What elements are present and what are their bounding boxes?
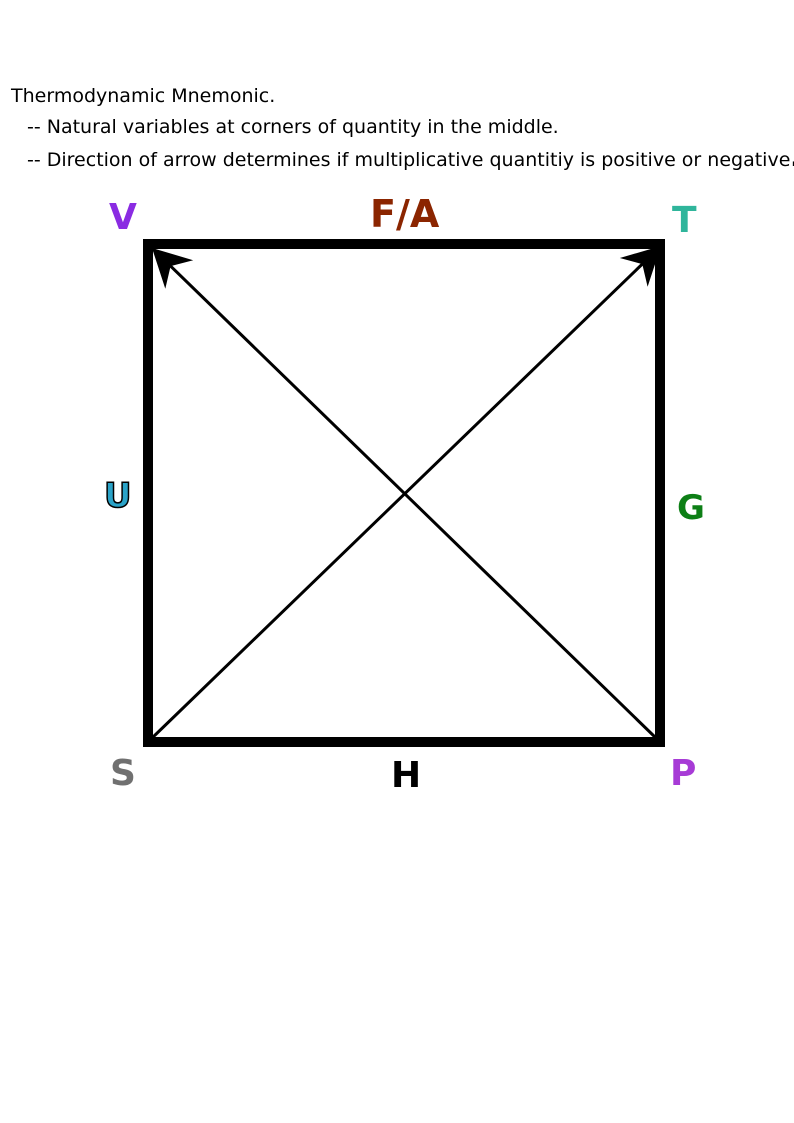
diagonal-arrow-1 bbox=[150, 246, 659, 741]
diagonal-arrow-2 bbox=[149, 244, 663, 741]
square-frame bbox=[143, 239, 665, 747]
arrow-layer bbox=[149, 244, 663, 741]
notes-line-arrow-direction: -- Direction of arrow determines if mult… bbox=[11, 143, 794, 176]
side-label-left: U bbox=[103, 476, 132, 516]
arrowhead-2-icon bbox=[619, 246, 661, 287]
notes-line-natural-variables: -- Natural variables at corners of quant… bbox=[27, 116, 559, 138]
notes-title: Thermodynamic Mnemonic. bbox=[11, 85, 276, 107]
side-label-bottom: H bbox=[391, 755, 422, 796]
corner-label-bottom-left: S bbox=[110, 753, 136, 794]
side-label-right: G bbox=[677, 488, 705, 528]
notes-line-arrow-direction-period: . bbox=[790, 144, 794, 172]
description-notes: Thermodynamic Mnemonic. -- Natural varia… bbox=[11, 81, 794, 176]
notes-line-arrow-direction-text: -- Direction of arrow determines if mult… bbox=[27, 149, 791, 171]
corner-label-bottom-right: P bbox=[670, 753, 697, 794]
corner-label-top-left: V bbox=[109, 197, 137, 238]
corner-label-top-right: T bbox=[672, 200, 697, 241]
arrowhead-1-icon bbox=[152, 248, 194, 289]
side-label-top: F/A bbox=[370, 192, 440, 236]
